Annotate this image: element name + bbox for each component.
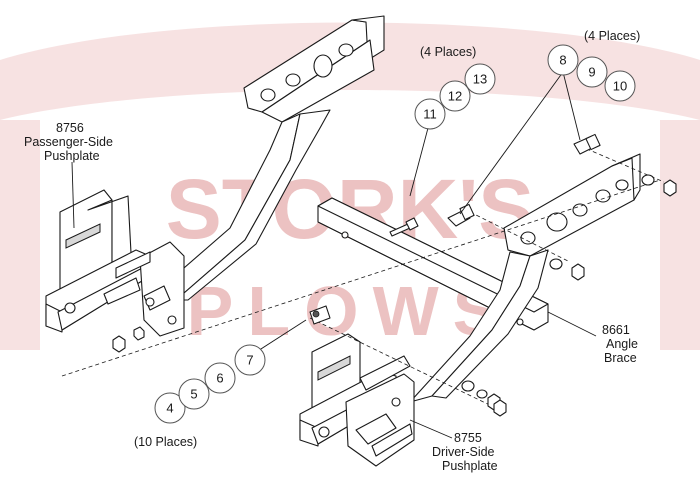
washer-mid: [549, 258, 563, 270]
passenger-label-line1: Passenger-Side: [24, 135, 113, 149]
callout-10: 10: [613, 79, 627, 94]
callout-8: 8: [559, 53, 566, 68]
brace-label-line2: Brace: [604, 351, 637, 365]
passenger-side-pushplate: [45, 15, 385, 353]
driver-part-number: 8755: [454, 431, 482, 445]
carriage-bolt-top: [573, 133, 601, 155]
nut-right-top: [663, 179, 677, 197]
callouts-bottom-left: 4 5 6 7: [154, 344, 266, 424]
callout-13: 13: [473, 72, 487, 87]
hardware: [61, 133, 677, 417]
callouts-top-right: 8 9 10: [547, 44, 636, 102]
watermark-right-block: [660, 120, 700, 350]
carriage-bolt-8: [447, 203, 475, 227]
callout-9: 9: [588, 65, 595, 80]
driver-side-pushplate: [299, 153, 641, 467]
brace-part-number: 8661: [602, 323, 630, 337]
driver-label-line2: Pushplate: [442, 459, 498, 473]
places-label-bottom-left: (10 Places): [134, 435, 197, 449]
callout-5: 5: [190, 387, 197, 402]
callout-12: 12: [448, 89, 462, 104]
driver-side-label: 8755 Driver-Side Pushplate: [432, 431, 498, 473]
callout-11: 11: [423, 107, 437, 122]
bolt-11: [389, 217, 419, 237]
callouts-top-middle: 11 12 13: [414, 63, 496, 130]
washer-lower-1: [461, 380, 475, 392]
bolt-7: [309, 305, 331, 325]
nut-mid: [571, 263, 585, 281]
washer-lower-2: [476, 389, 488, 399]
callout-7: 7: [246, 353, 253, 368]
callout-6: 6: [216, 371, 223, 386]
washer-right-top: [641, 174, 655, 186]
places-label-top-middle: (4 Places): [420, 45, 476, 59]
passenger-part-number: 8756: [56, 121, 84, 135]
watermark-left-block: [0, 120, 40, 350]
angle-brace: [317, 197, 549, 331]
brace-label-line1: Angle: [606, 337, 638, 351]
passenger-side-label: 8756 Passenger-Side Pushplate: [24, 121, 113, 163]
passenger-label-line2: Pushplate: [44, 149, 100, 163]
nut-lower-2: [493, 399, 507, 417]
driver-label-line1: Driver-Side: [432, 445, 495, 459]
angle-brace-label: 8661 Angle Brace: [602, 323, 638, 365]
places-label-top-right: (4 Places): [584, 29, 640, 43]
callout-4: 4: [166, 401, 173, 416]
